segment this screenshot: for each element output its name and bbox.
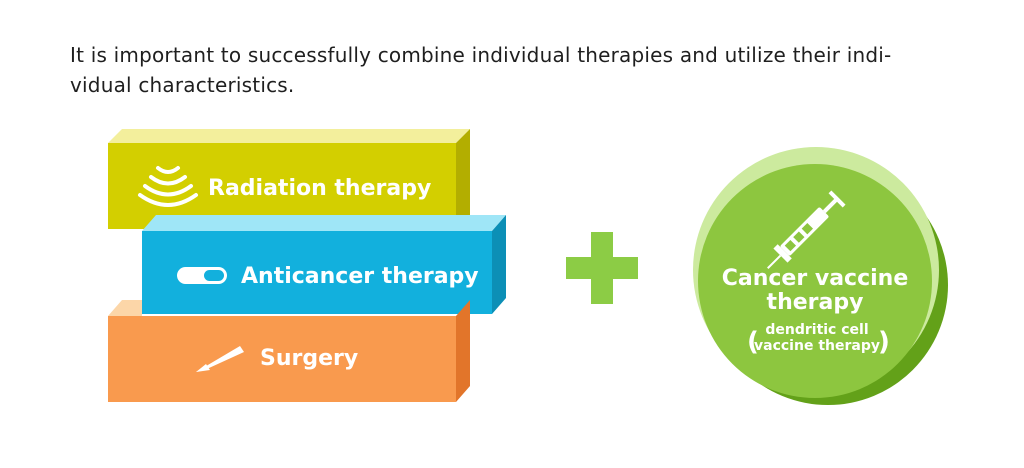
anticancer-therapy-label: Anticancer therapy <box>241 264 479 289</box>
surgery-label: Surgery <box>260 346 358 371</box>
surgery-block: Surgery <box>108 300 470 402</box>
radiation-therapy-label: Radiation therapy <box>208 176 431 201</box>
intro-text: It is important to successfully combine … <box>70 40 970 100</box>
intro-line-2: vidual characteristics. <box>70 73 295 97</box>
vaccine-title-line-1: Cancer vaccine <box>722 266 909 291</box>
radiation-waves-icon <box>138 166 198 207</box>
paren-close: ) <box>878 327 890 357</box>
vaccine-subtitle-line-2: vaccine therapy <box>754 338 880 354</box>
anticancer-therapy-block: Anticancer therapy <box>142 215 506 314</box>
scalpel-icon <box>196 346 244 372</box>
syringe-icon <box>767 190 846 269</box>
intro-line-1: It is important to successfully combine … <box>70 43 892 67</box>
cancer-vaccine-disc: Cancer vaccine therapy ( dendritic cell … <box>693 147 948 405</box>
radiation-therapy-block: Radiation therapy <box>108 129 470 229</box>
vaccine-title-line-2: therapy <box>767 290 864 315</box>
plus-icon <box>566 232 638 304</box>
pill-capsule-icon <box>177 267 227 284</box>
paren-open: ( <box>747 327 759 357</box>
vaccine-subtitle-line-1: dendritic cell <box>765 322 868 338</box>
